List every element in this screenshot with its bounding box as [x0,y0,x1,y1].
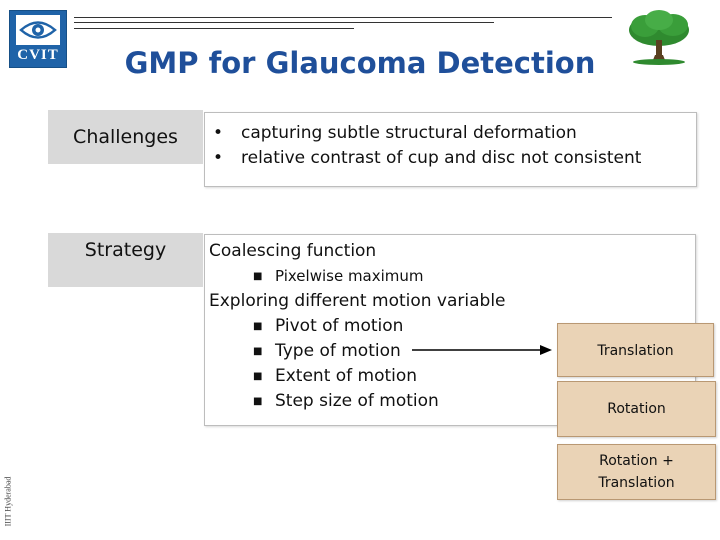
list-item: ■Step size of motion [209,389,506,414]
list-item: ■Pivot of motion [209,314,506,339]
list-item: ■Type of motion [209,339,506,364]
strategy-label: Strategy [84,239,167,261]
header-rule-2 [74,22,494,23]
list-item: ■Pixelwise maximum [209,264,506,289]
exploring-heading: Exploring different motion variable [209,291,506,311]
translation-box: Translation [557,323,714,377]
list-item: •capturing subtle structural deformation [213,121,641,146]
strategy-label-box: Strategy [48,233,203,287]
bullet-icon: • [213,148,224,168]
logo-eye-panel [16,15,60,45]
rotation-translation-box: Rotation + Translation [557,444,716,500]
challenges-label-box: Challenges [48,110,203,164]
square-bullet-icon: ■ [253,271,263,282]
header-rule-3 [74,28,354,29]
tree-icon [629,10,689,65]
coalescing-heading: Coalescing function [209,241,377,261]
eye-icon [19,21,57,39]
logo-text: CVIT [17,47,59,63]
bullet-icon: • [213,123,224,143]
slide-title: GMP for Glaucoma Detection [124,46,596,80]
arrow-right-icon [412,345,552,355]
challenges-content-box: •capturing subtle structural deformation… [204,112,697,187]
rotation-box: Rotation [557,381,716,437]
cvit-logo: CVIT [9,10,67,68]
square-bullet-icon: ■ [253,321,263,332]
list-item: •relative contrast of cup and disc not c… [213,146,641,171]
header-rule-1 [74,17,612,18]
square-bullet-icon: ■ [253,346,263,357]
challenges-label: Challenges [73,126,178,148]
list-item: ■Extent of motion [209,364,506,389]
institution-label: IIIT Hyderabad [3,476,13,527]
square-bullet-icon: ■ [253,396,263,407]
challenges-list: •capturing subtle structural deformation… [213,121,641,171]
square-bullet-icon: ■ [253,371,263,382]
strategy-list: Coalescing function ■Pixelwise maximum E… [209,239,506,414]
